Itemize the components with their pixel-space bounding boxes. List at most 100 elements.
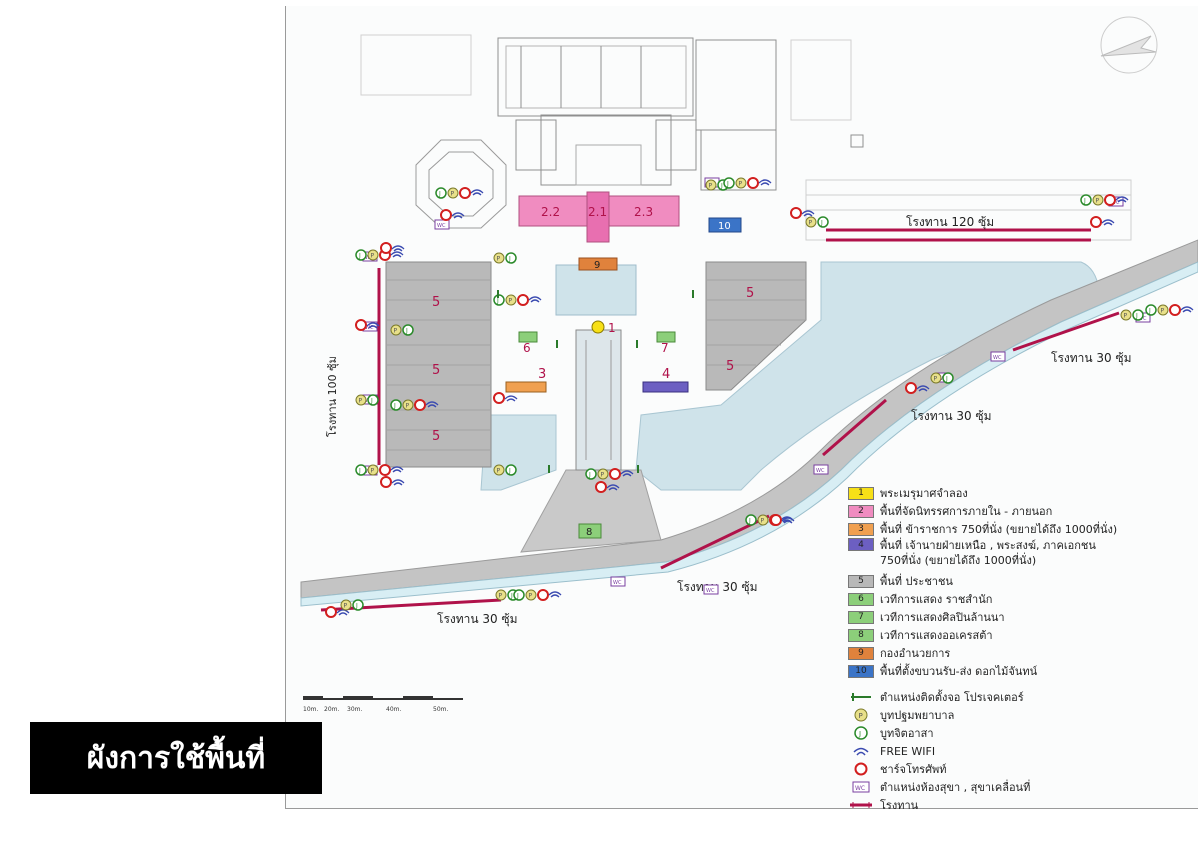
toilet-marker-label: WC <box>816 468 825 474</box>
phone-charge-marker <box>609 468 621 480</box>
toilet-marker: WC <box>813 464 829 475</box>
main-hall-plan <box>360 34 864 191</box>
pavilion-label-30-a: โรงทาน 30 ซุ้ม <box>1051 351 1132 366</box>
first-aid-marker: P <box>447 187 459 199</box>
volunteer-marker: J <box>1145 304 1157 316</box>
pavilion-label-120: โรงทาน 120 ซุ้ม <box>906 215 994 230</box>
wifi-marker <box>620 470 634 477</box>
zone-label-6: 6 <box>523 341 531 355</box>
zone-label-9: 9 <box>594 260 600 271</box>
zone-label-1: 1 <box>608 321 616 335</box>
volunteer-marker: J <box>402 324 414 336</box>
zone-1 <box>591 320 605 334</box>
toilet-marker-label: WC <box>1111 200 1120 206</box>
pavilion-label-30-b: โรงทาน 30 ซุ้ม <box>911 409 992 424</box>
legend-label: เวทีการแสดงศิลปินล้านนา <box>880 610 1005 624</box>
toilet-marker-label: WC <box>1138 316 1147 322</box>
first-aid-marker-label: P <box>709 183 713 190</box>
first-aid-marker-label: P <box>1096 198 1100 205</box>
zone-label-2-2: 2.2 <box>541 205 560 219</box>
legend-swatch: 7 <box>848 610 874 624</box>
wifi-icon <box>848 744 874 758</box>
central-pond <box>555 264 637 316</box>
phone-charge-marker <box>1090 216 1102 228</box>
legend-swatch: 2 <box>848 504 874 518</box>
wifi-marker <box>366 322 380 329</box>
legend-swatch: 8 <box>848 628 874 642</box>
first-aid-marker-label: P <box>499 593 503 600</box>
volunteer-marker-label: J <box>748 518 751 525</box>
phone-charge-marker <box>790 207 802 219</box>
first-aid-marker: P <box>402 399 414 411</box>
volunteer-marker: J <box>435 187 447 199</box>
wifi-marker <box>758 179 772 186</box>
volunteer-marker-label: J <box>508 468 511 475</box>
svg-text:J: J <box>858 730 861 738</box>
first-aid-marker: P <box>355 394 367 406</box>
first-aid-marker: P <box>367 249 379 261</box>
svg-text:P: P <box>859 712 863 720</box>
volunteer-icon: J <box>848 726 874 740</box>
legend-pavilion-line-row: โรงทาน <box>848 796 1188 814</box>
first-aid-marker-label: P <box>601 472 605 479</box>
zone-label-3: 3 <box>538 367 546 382</box>
legend-label: FREE WIFI <box>880 744 936 758</box>
phone-charge-marker <box>1104 194 1116 206</box>
scale-label-50: 50m. <box>433 706 448 713</box>
volunteer-marker: J <box>1080 194 1092 206</box>
wifi-marker <box>391 479 405 486</box>
page-title: ผังการใช้พื้นที่ <box>30 722 322 794</box>
first-aid-marker-label: P <box>406 403 410 410</box>
pavilion-label-30-d: โรงทาน 30 ซุ้ม <box>437 612 518 627</box>
first-aid-marker: P <box>367 464 379 476</box>
legend-label: พระเมรุมาศจำลอง <box>880 486 968 500</box>
first-aid-marker: P <box>340 599 352 611</box>
phone-charge-marker <box>325 606 337 618</box>
first-aid-marker-label: P <box>739 181 743 188</box>
phone-charge-marker <box>379 464 391 476</box>
toilet-marker: WC <box>990 351 1006 362</box>
legend-label: พื้นที่ เจ้านายฝ่ายเหนือ , พระสงฆ์, ภาคเ… <box>880 539 1096 567</box>
first-aid-marker: P <box>525 589 537 601</box>
zone-9 <box>578 257 618 271</box>
first-aid-marker-label: P <box>344 603 348 610</box>
service-markers: WCWCWCWCWCWCWCWCWCWCWCWCWCJPPJJPPJJPPJJP… <box>325 177 1194 618</box>
wifi-marker <box>451 212 465 219</box>
first-aid-marker: P <box>1157 304 1169 316</box>
volunteer-marker-label: J <box>1083 198 1086 205</box>
scale-label-20: 20m. <box>324 706 339 713</box>
projector-markers <box>497 290 694 473</box>
volunteer-marker-label: J <box>370 398 373 405</box>
lake-left <box>480 414 557 491</box>
first-aid-marker-label: P <box>497 256 501 263</box>
first-aid-marker-label: P <box>497 468 501 475</box>
legend-swatch: 10 <box>848 664 874 678</box>
first-aid-marker: P <box>493 252 505 264</box>
legend-wifi-row: FREE WIFI <box>848 742 1188 760</box>
zone-label-8: 8 <box>586 527 592 538</box>
svg-text:WC: WC <box>855 785 865 792</box>
zone-8 <box>578 523 602 539</box>
legend-label: พื้นที่ตั้งขบวนรับ-ส่ง ดอกไม้จันทน์ <box>880 664 1038 678</box>
zone-label-5-b: 5 <box>432 363 440 378</box>
first-aid-marker: P <box>930 372 942 384</box>
first-aid-marker-label: P <box>359 398 363 405</box>
pavilion-line-icon <box>848 798 874 812</box>
volunteer-marker-label: J <box>726 181 729 188</box>
volunteer-marker: J <box>505 252 517 264</box>
legend-label: กองอำนวยการ <box>880 646 951 660</box>
volunteer-marker-label: J <box>720 183 723 190</box>
volunteer-marker-label: J <box>945 376 948 383</box>
volunteer-marker: J <box>1132 309 1144 321</box>
volunteer-marker: J <box>390 399 402 411</box>
first-aid-marker: P <box>757 514 769 526</box>
phone-charge-marker <box>459 187 471 199</box>
wifi-marker <box>916 385 930 392</box>
legend-label: โรงทาน <box>880 798 919 812</box>
phone-charge-marker <box>380 476 392 488</box>
volunteer-marker-label: J <box>405 328 408 335</box>
